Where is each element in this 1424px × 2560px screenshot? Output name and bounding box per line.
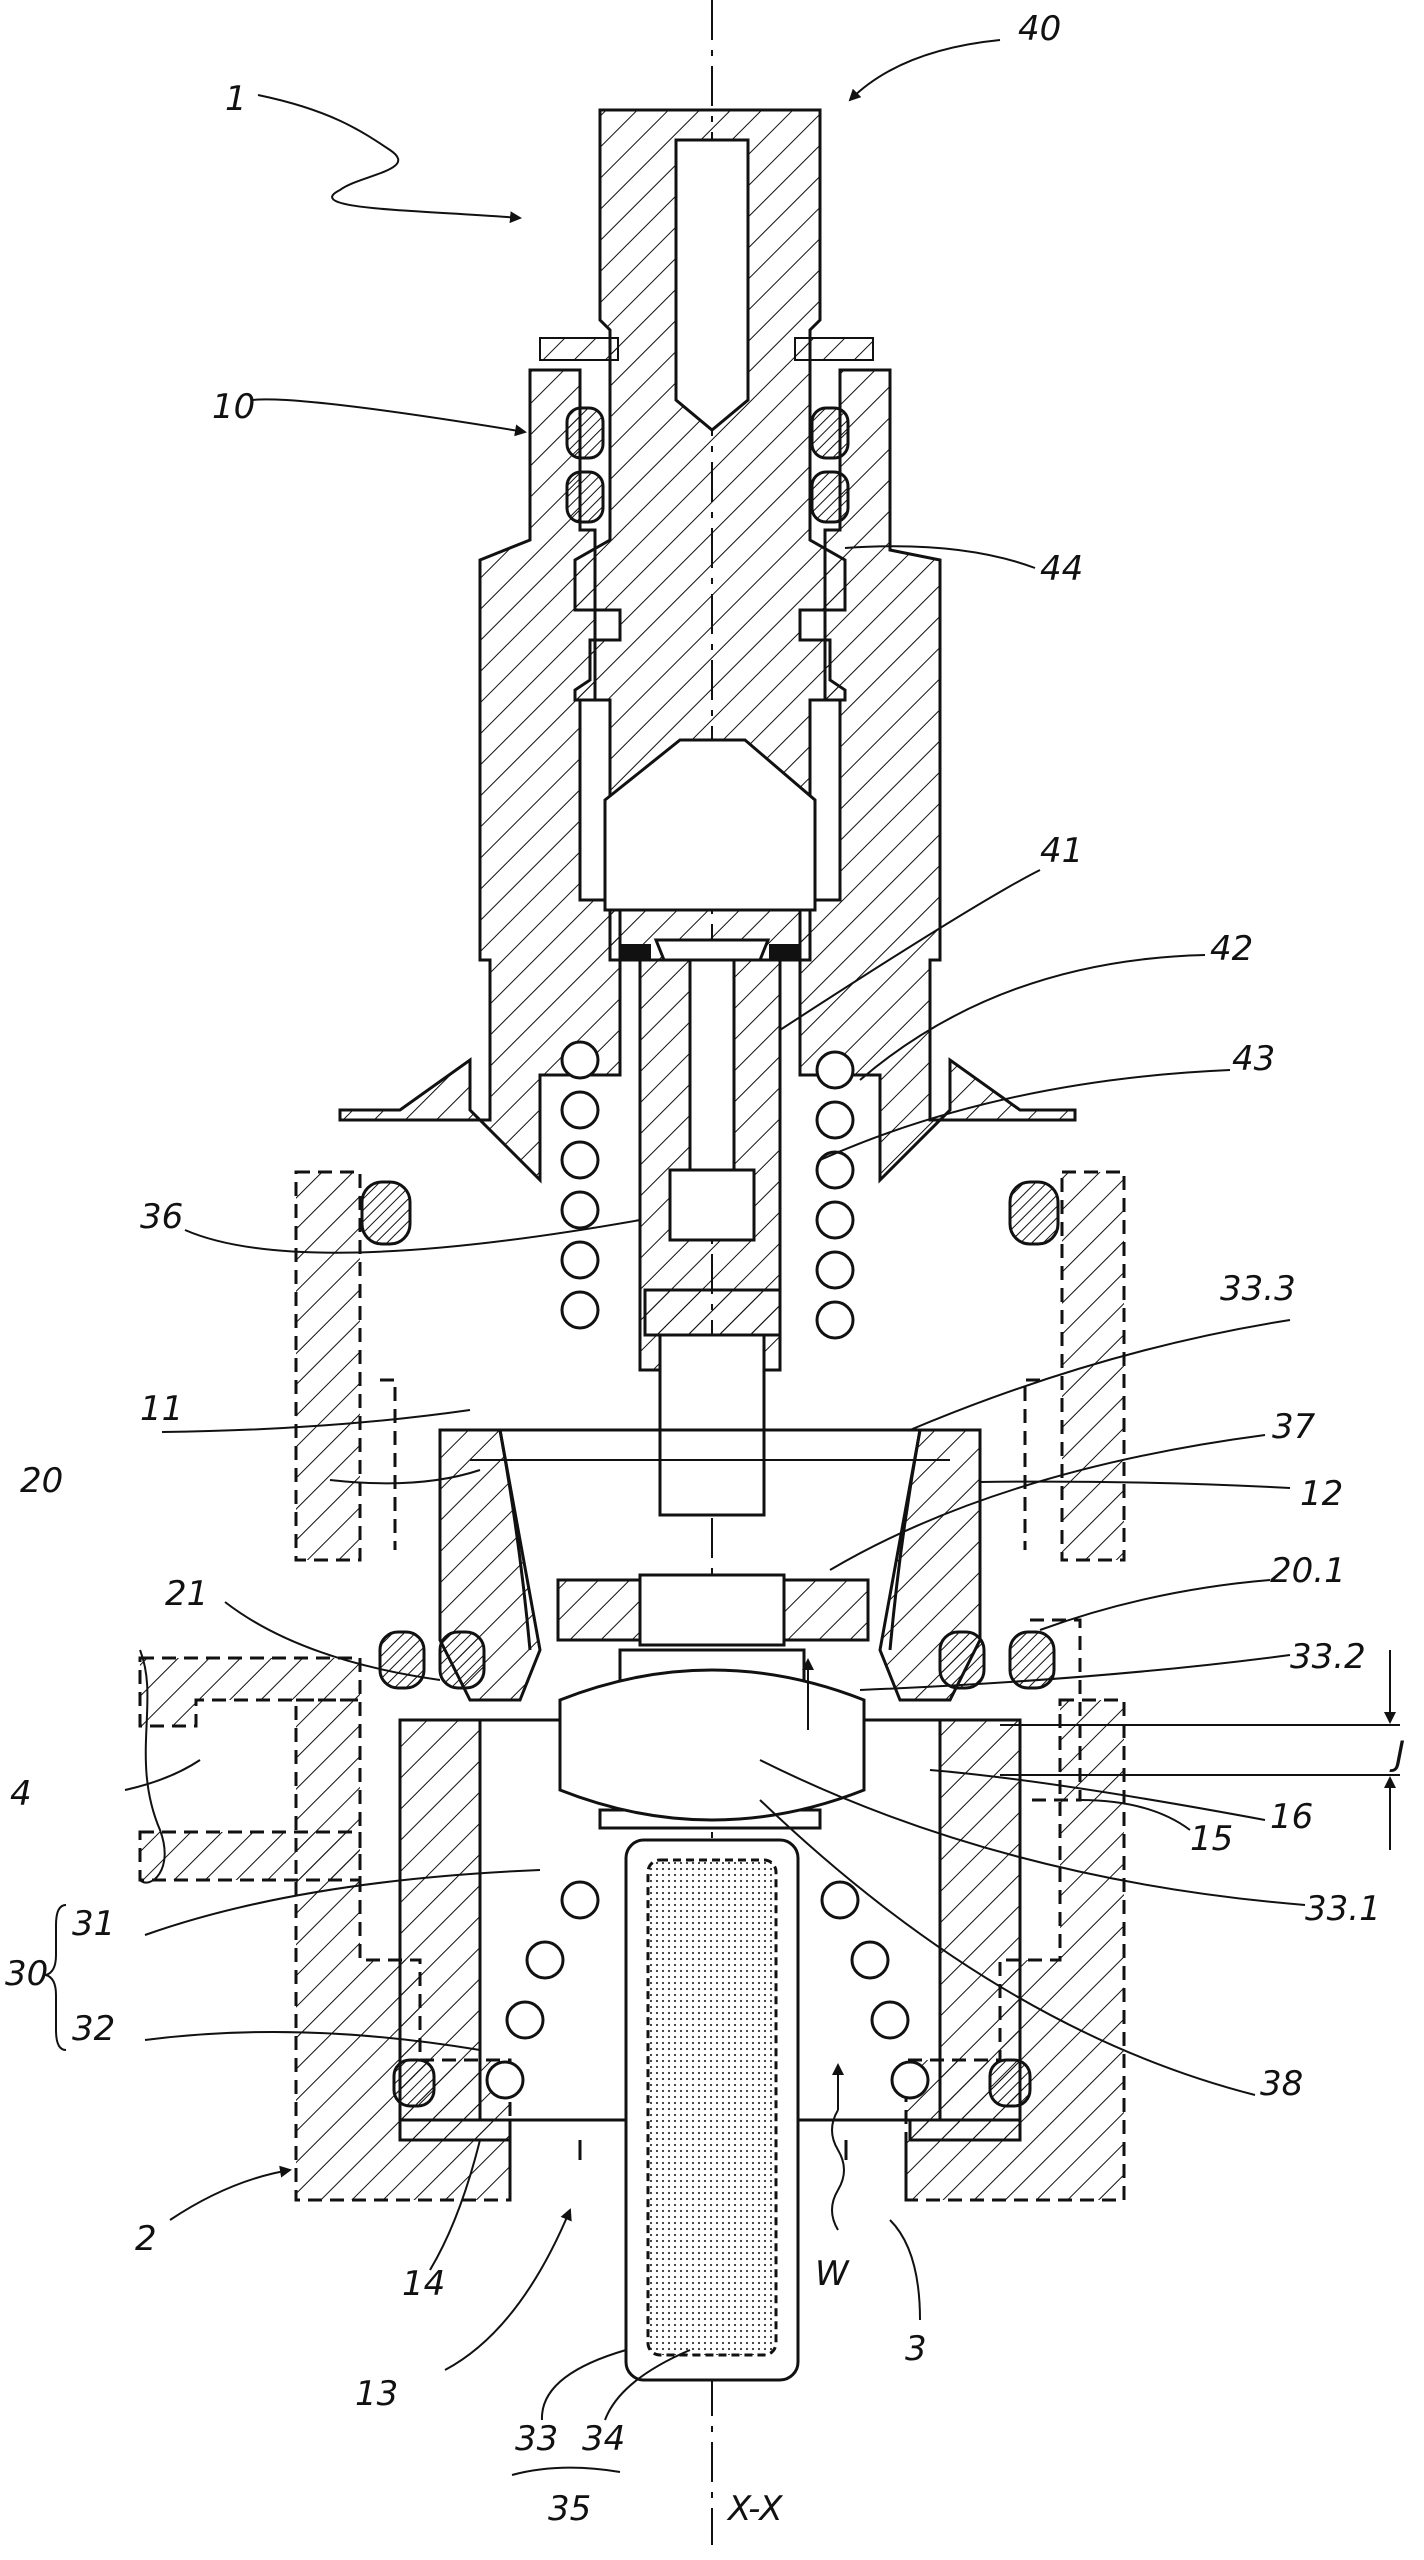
label-30: 30 — [5, 1954, 48, 1994]
label-41: 41 — [1040, 831, 1083, 871]
label-33: 33 — [515, 2419, 558, 2459]
label-36: 36 — [140, 1197, 183, 1237]
label-34: 34 — [582, 2419, 625, 2459]
label-43: 43 — [1232, 1039, 1275, 1079]
label-37: 37 — [1272, 1407, 1316, 1447]
label-42: 42 — [1210, 929, 1253, 969]
label-4: 4 — [10, 1774, 32, 1814]
label-16: 16 — [1270, 1797, 1313, 1837]
label-10: 10 — [212, 387, 255, 427]
label-15: 15 — [1190, 1819, 1233, 1859]
label-2: 2 — [135, 2219, 157, 2259]
label-w: W — [815, 2254, 850, 2294]
body-10 — [338, 337, 1077, 1184]
brace-30 — [42, 1904, 67, 2051]
label-1: 1 — [225, 79, 247, 119]
thermostat-element-35 — [558, 1668, 866, 2382]
lower-cage-13 — [398, 1718, 1022, 2142]
pipe-4 — [138, 1649, 362, 1884]
label-33-3: 33.3 — [1220, 1269, 1296, 1309]
label-12: 12 — [1300, 1474, 1343, 1514]
label-3: 3 — [905, 2329, 927, 2369]
label-11: 11 — [140, 1389, 183, 1429]
label-j: J — [1389, 1734, 1405, 1774]
label-20: 20 — [20, 1461, 63, 1501]
label-38: 38 — [1260, 2064, 1303, 2104]
label-20-1: 20.1 — [1270, 1551, 1346, 1591]
spring-38 — [485, 1880, 930, 2100]
label-21: 21 — [165, 1574, 208, 1614]
label-33-1: 33.1 — [1305, 1889, 1381, 1929]
label-33-2: 33.2 — [1290, 1637, 1366, 1677]
valve-body-20 — [438, 1428, 982, 1702]
spindle-40 — [573, 108, 847, 962]
axis-label: X-X — [726, 2489, 783, 2529]
spring-43 — [560, 1040, 855, 1340]
label-13: 13 — [355, 2374, 398, 2414]
label-35: 35 — [548, 2489, 591, 2529]
label-31: 31 — [72, 1904, 115, 1944]
label-40: 40 — [1018, 9, 1061, 49]
leader-lines — [124, 39, 1306, 2476]
label-32: 32 — [72, 2009, 115, 2049]
gap-j-dimension — [1000, 1650, 1400, 1850]
label-14: 14 — [402, 2264, 445, 2304]
label-44: 44 — [1040, 549, 1083, 589]
